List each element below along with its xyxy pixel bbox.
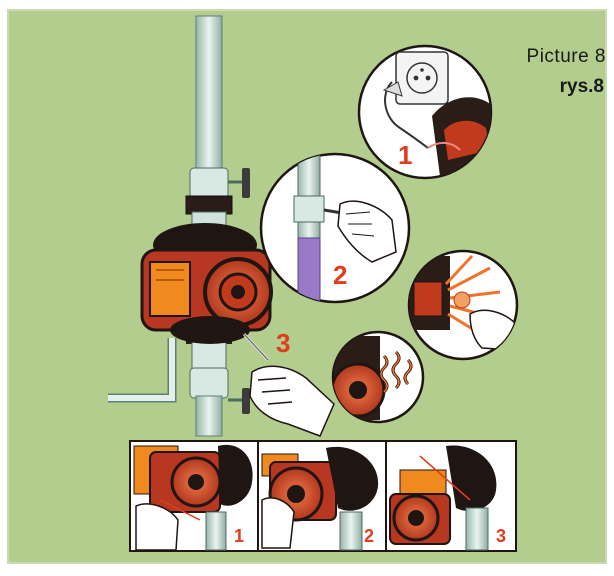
step-4-illustration — [332, 332, 423, 422]
step-number-1: 1 — [398, 140, 412, 171]
bottom-step-number-3: 3 — [496, 526, 506, 547]
picture-caption-subtitle: rys.8 — [560, 76, 604, 98]
bottom-step-number-2: 2 — [364, 526, 374, 547]
bottom-step-number-1: 1 — [234, 526, 244, 547]
step-number-3: 3 — [276, 328, 290, 359]
picture-caption: Picture 8 — [527, 46, 606, 68]
step-number-2: 2 — [333, 260, 347, 291]
bottom-panel-strip — [130, 441, 516, 551]
step-3-illustration — [409, 251, 517, 359]
